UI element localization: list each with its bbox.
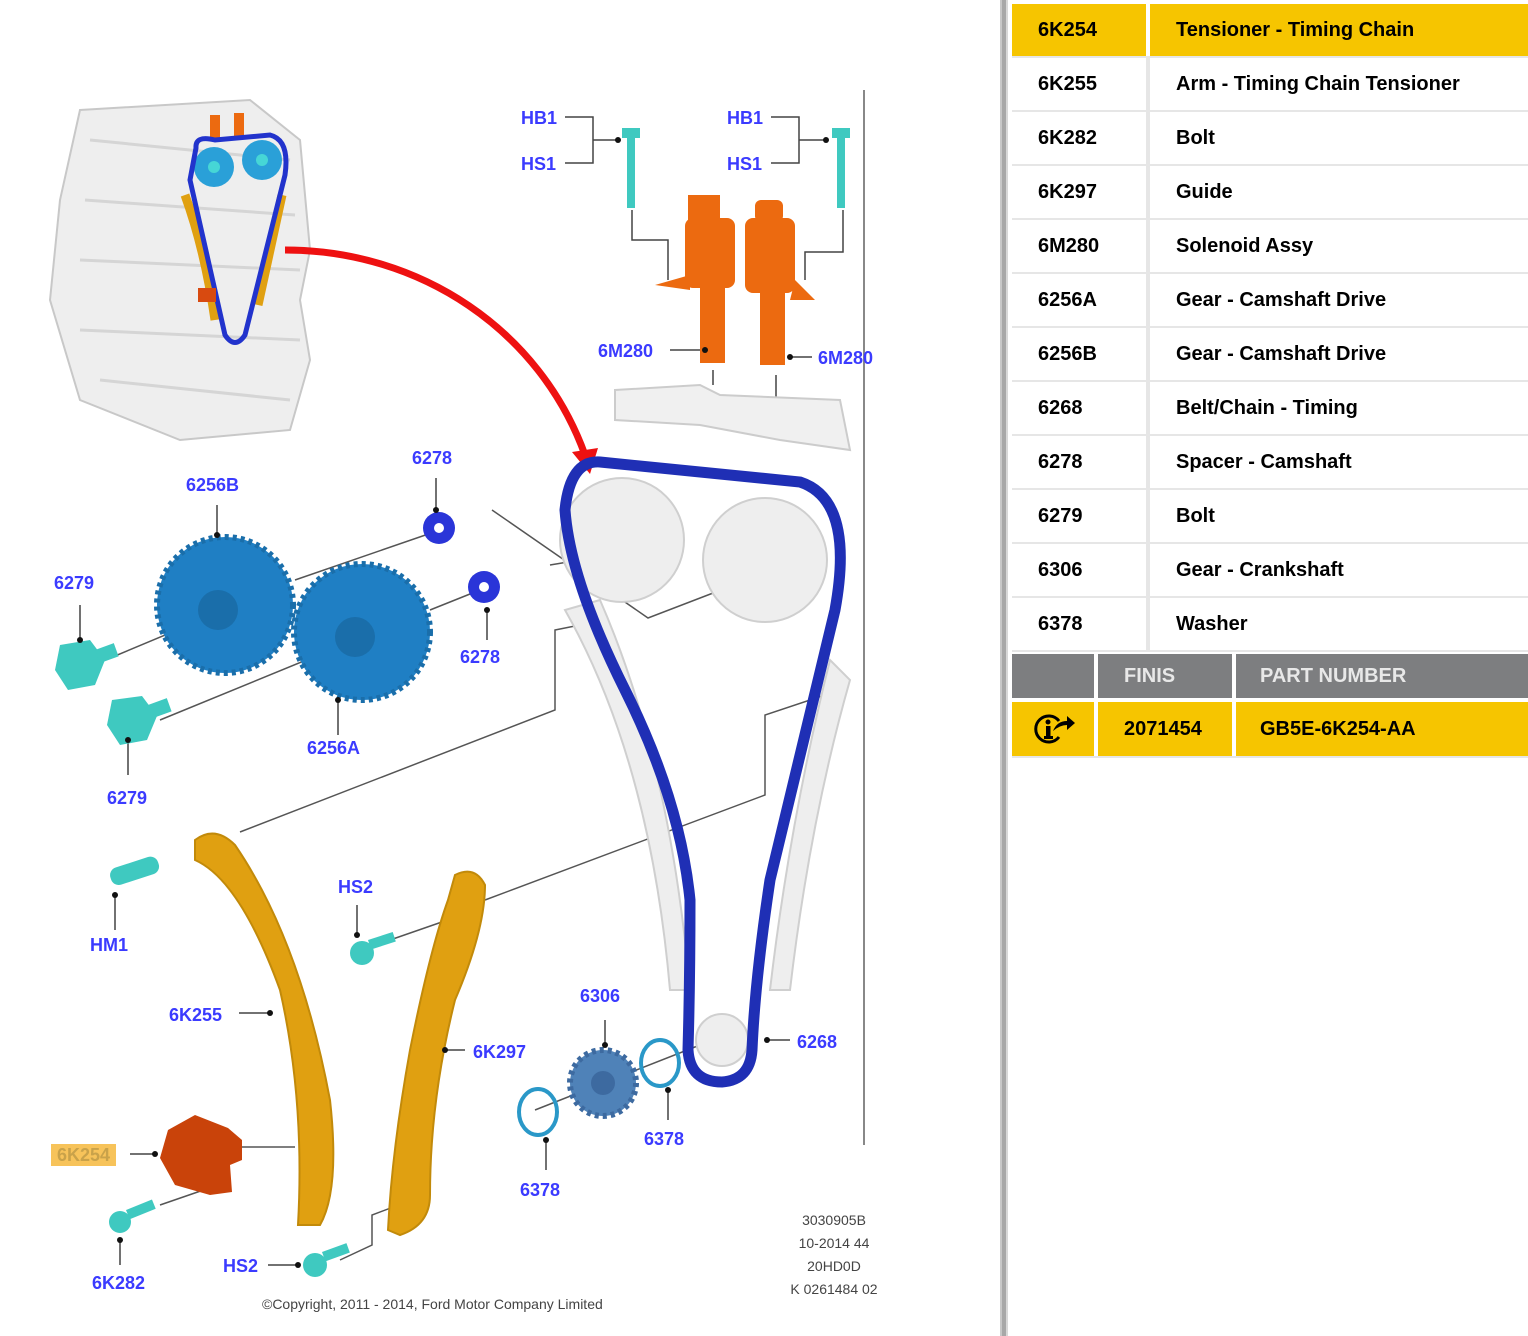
callout-6279[interactable]: 6279	[107, 788, 148, 808]
parts-row-selected[interactable]: 6K254 Tensioner - Timing Chain	[1012, 4, 1528, 58]
part-code: 6256B	[1038, 342, 1097, 365]
washer-6378-left	[517, 1087, 559, 1137]
callout-6k297[interactable]: 6K297	[473, 1042, 527, 1062]
part-code: 6268	[1038, 396, 1083, 419]
part-description: Gear - Camshaft Drive	[1146, 274, 1528, 326]
part-description: Gear - Crankshaft	[1146, 544, 1528, 596]
part-code: 6K297	[1038, 180, 1097, 203]
part-description: Bolt	[1146, 112, 1528, 164]
callout-hs1[interactable]: HS1	[521, 154, 557, 174]
part-description: Guide	[1146, 166, 1528, 218]
part-description: Belt/Chain - Timing	[1146, 382, 1528, 434]
callout-hs2[interactable]: HS2	[223, 1256, 259, 1276]
ghost-components	[559, 477, 852, 1067]
callout-6k254-selected[interactable]: 6K254	[51, 1144, 117, 1166]
result-row: 2071454 GB5E-6K254-AA	[1012, 702, 1528, 758]
parts-row[interactable]: 6279 Bolt	[1012, 490, 1528, 544]
part-code: 6256A	[1038, 288, 1097, 311]
parts-row[interactable]: 6M280 Solenoid Assy	[1012, 220, 1528, 274]
parts-row[interactable]: 6K255 Arm - Timing Chain Tensioner	[1012, 58, 1528, 112]
bolts-6279	[55, 640, 172, 745]
parts-row[interactable]: 6268 Belt/Chain - Timing	[1012, 382, 1528, 436]
guide-6k297	[386, 870, 487, 1237]
part-code: 6278	[1038, 450, 1083, 473]
part-description: Arm - Timing Chain Tensioner	[1146, 58, 1528, 110]
header-icon-col	[1012, 654, 1094, 698]
parts-row[interactable]: 6306 Gear - Crankshaft	[1012, 544, 1528, 598]
callout-6378[interactable]: 6378	[520, 1180, 561, 1200]
parts-row[interactable]: 6256B Gear - Camshaft Drive	[1012, 328, 1528, 382]
part-code: 6M280	[1038, 234, 1100, 257]
info-link-button[interactable]	[1012, 702, 1094, 756]
parts-row[interactable]: 6256A Gear - Camshaft Drive	[1012, 274, 1528, 328]
callout-6279[interactable]: 6279	[54, 573, 95, 593]
part-description: Tensioner - Timing Chain	[1146, 4, 1528, 56]
result-header: FINIS PART NUMBER	[1012, 654, 1528, 698]
part-code: 6378	[1038, 612, 1083, 635]
washer-6378-right	[639, 1038, 681, 1088]
camshaft-gear-6256b	[154, 534, 296, 676]
copyright-notice: ©Copyright, 2011 - 2014, Ford Motor Comp…	[262, 1296, 603, 1312]
part-description: Washer	[1146, 598, 1528, 650]
camshaft-gear-6256a	[291, 561, 433, 703]
parts-list-panel: 6K254 Tensioner - Timing Chain 6K255 Arm -…	[1012, 4, 1528, 758]
tensioner-arm-6k255	[194, 832, 335, 1226]
finis-value: 2071454	[1098, 702, 1232, 756]
part-code: 6K282	[1038, 126, 1097, 149]
part-description: Gear - Camshaft Drive	[1146, 328, 1528, 380]
callout-6278[interactable]: 6278	[460, 647, 501, 667]
callout-hm1[interactable]: HM1	[90, 935, 129, 955]
solenoid-bolts	[622, 128, 850, 208]
parts-table: 6K254 Tensioner - Timing Chain 6K255 Arm -…	[1012, 4, 1528, 652]
header-part-number: PART NUMBER	[1236, 654, 1528, 698]
callout-6378[interactable]: 6378	[644, 1129, 685, 1149]
cam-carrier-ghost	[614, 383, 852, 452]
parts-row[interactable]: 6378 Washer	[1012, 598, 1528, 652]
callout-hb1[interactable]: HB1	[521, 108, 558, 128]
solenoid-assy-6m280	[655, 195, 815, 365]
header-finis: FINIS	[1098, 654, 1232, 698]
callout-hs2[interactable]: HS2	[338, 877, 374, 897]
camshaft-spacers-6278	[423, 512, 500, 603]
parts-diagram: HB1 HS1 HB1 HS1 6M280 6M280 6278 6256B 6…	[48, 90, 898, 1312]
part-description: Spacer - Camshaft	[1146, 436, 1528, 488]
part-code: 6306	[1038, 558, 1083, 581]
callout-6256b[interactable]: 6256B	[186, 475, 240, 495]
part-number-value[interactable]: GB5E-6K254-AA	[1236, 702, 1528, 756]
part-code: 6K255	[1038, 72, 1097, 95]
drawing-date: 10-2014 44	[798, 1235, 870, 1251]
drawing-reference: 3030905B 10-2014 44 20HD0D K 0261484 02	[770, 1209, 898, 1301]
callout-6268[interactable]: 6268	[797, 1032, 838, 1052]
info-link-icon	[1034, 714, 1075, 744]
callout-6k282[interactable]: 6K282	[92, 1273, 146, 1293]
callout-6k255[interactable]: 6K255	[169, 1005, 223, 1025]
parts-row[interactable]: 6278 Spacer - Camshaft	[1012, 436, 1528, 490]
callout-hs1[interactable]: HS1	[727, 154, 763, 174]
parts-row[interactable]: 6K282 Bolt	[1012, 112, 1528, 166]
part-code: 6279	[1038, 504, 1083, 527]
callout-hb1[interactable]: HB1	[727, 108, 764, 128]
exploded-view-drawing	[48, 90, 865, 1277]
panel-splitter[interactable]	[1000, 0, 1008, 1336]
parts-row[interactable]: 6K297 Guide	[1012, 166, 1528, 220]
misc-bolts	[109, 856, 396, 1277]
tensioner-6k254	[160, 1115, 242, 1195]
engine-overview-image	[48, 98, 312, 442]
drawing-number: K 0261484 02	[790, 1281, 878, 1297]
timing-chain-6268	[559, 456, 846, 1088]
drawing-id: 3030905B	[802, 1212, 866, 1228]
zoom-arrow	[284, 246, 589, 457]
callout-6m280[interactable]: 6M280	[598, 341, 654, 361]
callout-6256a[interactable]: 6256A	[307, 738, 361, 758]
callout-6278[interactable]: 6278	[412, 448, 453, 468]
part-description: Bolt	[1146, 490, 1528, 542]
part-description: Solenoid Assy	[1146, 220, 1528, 272]
callout-6m280[interactable]: 6M280	[818, 348, 874, 368]
part-code: 6K254	[1038, 18, 1097, 41]
drawing-code: 20HD0D	[807, 1258, 861, 1274]
callout-6306[interactable]: 6306	[580, 986, 621, 1006]
